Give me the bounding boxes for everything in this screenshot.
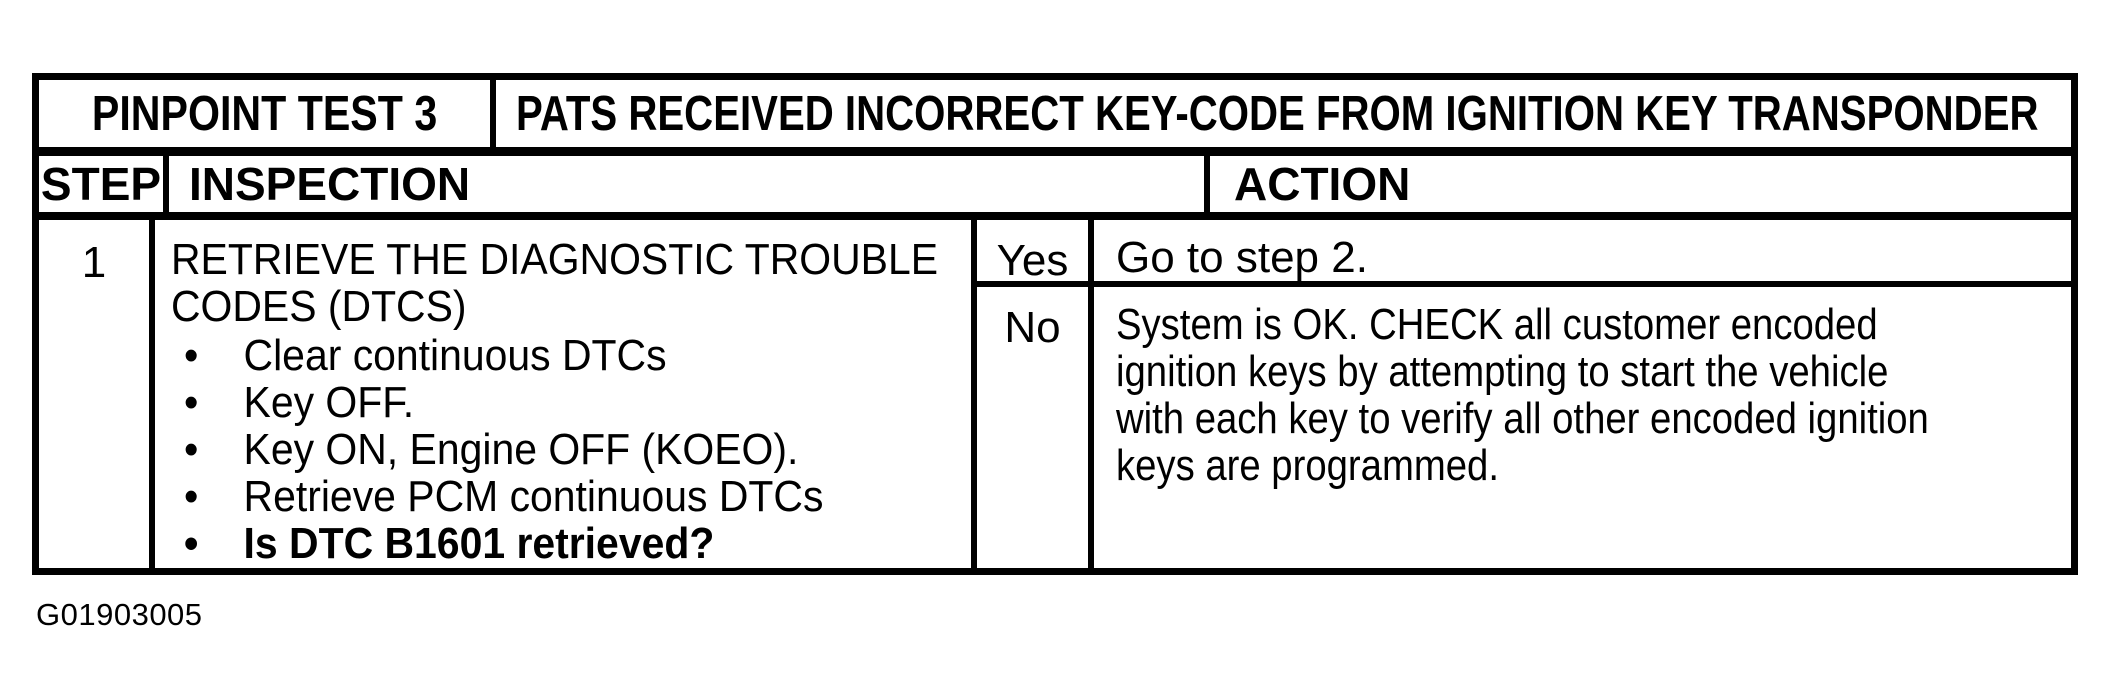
inspection-cell: RETRIEVE THE DIAGNOSTIC TROUBLE CODES (D…: [155, 220, 977, 568]
bullet-text: Retrieve PCM continuous DTCs: [243, 472, 824, 521]
column-header-row: STEP INSPECTION ACTION: [39, 156, 2071, 220]
step-column-header-cell: STEP: [39, 156, 169, 212]
diagnostic-table: STEP INSPECTION ACTION 1 RETRIEVE THE DI…: [32, 147, 2078, 575]
bullet-text: Key ON, Engine OFF (KOEO).: [243, 425, 799, 474]
action-cell-no: System is OK. CHECK all customer encoded…: [1094, 287, 2071, 568]
bullet-icon: •: [184, 425, 199, 474]
action-cell-yes: Go to step 2.: [1094, 220, 2071, 281]
outcome-row-no: No System is OK. CHECK all customer enco…: [977, 287, 2071, 568]
outcome-row-yes: Yes Go to step 2.: [977, 220, 2071, 287]
bullet-icon: •: [184, 331, 199, 380]
inspection-column-header-cell: INSPECTION: [169, 156, 1210, 212]
action-column-header-cell: ACTION: [1210, 156, 2071, 212]
test-label-cell: PINPOINT TEST 3: [39, 80, 496, 147]
bullet-icon: •: [184, 519, 199, 568]
inspection-column-header: INSPECTION: [189, 158, 471, 210]
action-column-header: ACTION: [1234, 158, 1411, 210]
bullet-icon: •: [184, 378, 199, 427]
list-item: • Key OFF.: [171, 378, 971, 427]
step-number-cell: 1: [39, 220, 155, 568]
test-description: PATS RECEIVED INCORRECT KEY-CODE FROM IG…: [516, 86, 2039, 141]
bullet-icon: •: [184, 472, 199, 521]
bullet-text-question: Is DTC B1601 retrieved?: [243, 519, 715, 568]
inspection-heading: RETRIEVE THE DIAGNOSTIC TROUBLE CODES (D…: [170, 235, 939, 331]
inspection-bullet-list: • Clear continuous DTCs • Key OFF. • Key…: [171, 331, 971, 568]
test-label: PINPOINT TEST 3: [91, 86, 438, 141]
action-text-yes: Go to step 2.: [1116, 233, 1368, 281]
answer-label-no: No: [1004, 303, 1061, 352]
outcome-section: Yes Go to step 2. No System is OK. CHECK…: [977, 220, 2071, 568]
test-description-cell: PATS RECEIVED INCORRECT KEY-CODE FROM IG…: [496, 80, 2071, 147]
step-column-header: STEP: [40, 158, 162, 210]
pinpoint-test-title-bar: PINPOINT TEST 3 PATS RECEIVED INCORRECT …: [32, 73, 2078, 147]
figure-id: G01903005: [36, 597, 203, 632]
bullet-text: Key OFF.: [243, 378, 415, 427]
action-text-no: System is OK. CHECK all customer encoded…: [1116, 300, 1929, 490]
step-number: 1: [81, 238, 107, 287]
answer-cell-yes: Yes: [977, 220, 1094, 285]
list-item: • Clear continuous DTCs: [171, 331, 971, 380]
list-item: • Retrieve PCM continuous DTCs: [171, 472, 971, 521]
bullet-text: Clear continuous DTCs: [243, 331, 667, 380]
list-item: • Is DTC B1601 retrieved?: [171, 519, 971, 568]
table-row: 1 RETRIEVE THE DIAGNOSTIC TROUBLE CODES …: [39, 220, 2071, 568]
answer-cell-no: No: [977, 287, 1094, 568]
list-item: • Key ON, Engine OFF (KOEO).: [171, 425, 971, 474]
inspection-content: RETRIEVE THE DIAGNOSTIC TROUBLE CODES (D…: [170, 235, 971, 568]
answer-label-yes: Yes: [996, 236, 1069, 285]
